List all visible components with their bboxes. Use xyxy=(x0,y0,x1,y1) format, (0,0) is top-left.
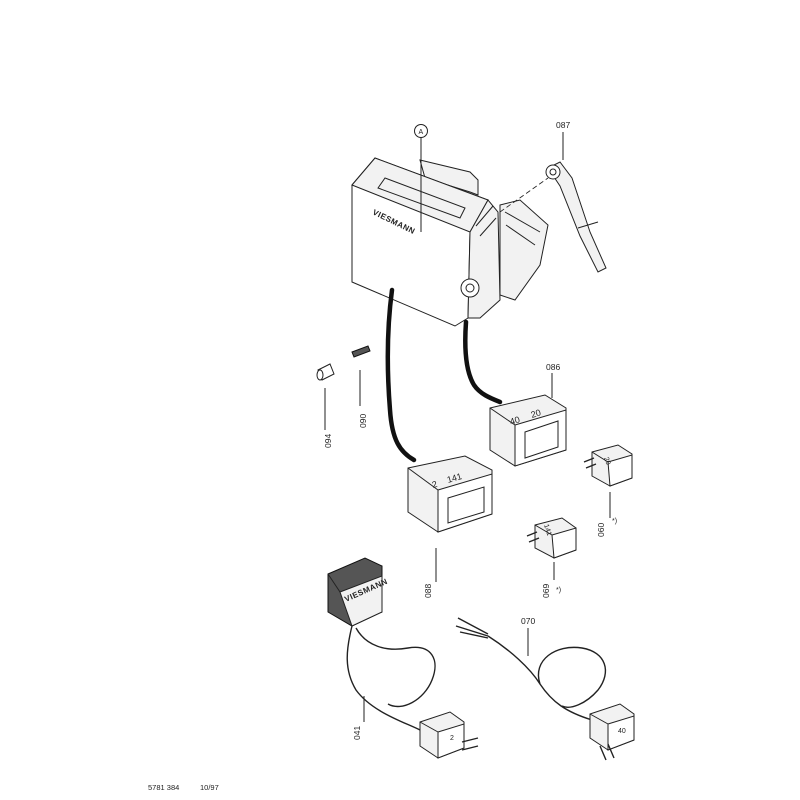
part-090-screw: 090 xyxy=(351,345,371,428)
part-088-label: 088 xyxy=(423,584,433,598)
connector-088-mark-a: 2 xyxy=(431,479,439,490)
part-069-note: *) xyxy=(556,587,561,594)
control-housing: VIESMANN xyxy=(351,157,549,327)
part-041-cable-plug: VIESMANN 2 041 xyxy=(327,557,479,759)
part-069-label: 069 xyxy=(541,584,551,598)
part-094-sleeve: 094 xyxy=(316,363,335,448)
part-041-label: 041 xyxy=(352,726,362,740)
document-number: 5781 384 xyxy=(148,783,179,792)
connector-070-mark: 40 xyxy=(618,728,626,735)
connector-069-mark: 141 xyxy=(542,523,552,536)
part-060-label: 060 xyxy=(596,523,606,537)
part-087-label: 087 xyxy=(556,120,570,130)
callout-a-label: A xyxy=(419,129,424,136)
callout-a: A xyxy=(414,124,428,232)
connector-088-mark-b: 141 xyxy=(446,471,463,485)
part-088-connector: 2 141 088 xyxy=(407,455,493,598)
part-087-lever: 087 xyxy=(499,120,607,273)
part-070-cable: 40 070 xyxy=(455,616,635,761)
part-069-plug: 141 069 *) xyxy=(526,517,577,598)
cable-to-088 xyxy=(385,287,417,463)
connector-086-mark-a: 40 xyxy=(509,414,522,427)
connector-041-mark: 2 xyxy=(450,735,454,742)
part-060-note: *) xyxy=(612,518,617,525)
part-070-label: 070 xyxy=(521,616,535,626)
connector-086-mark-b: 20 xyxy=(530,407,543,420)
part-090-label: 090 xyxy=(358,414,368,428)
part-094-label: 094 xyxy=(323,434,333,448)
cable-to-086 xyxy=(463,319,503,405)
part-086-connector: 40 20 086 xyxy=(489,362,567,467)
connector-060-mark: 20 xyxy=(602,456,611,466)
document-date: 10/97 xyxy=(200,783,219,792)
part-086-label: 086 xyxy=(546,362,560,372)
part-060-plug: 20 060 *) xyxy=(583,444,633,537)
